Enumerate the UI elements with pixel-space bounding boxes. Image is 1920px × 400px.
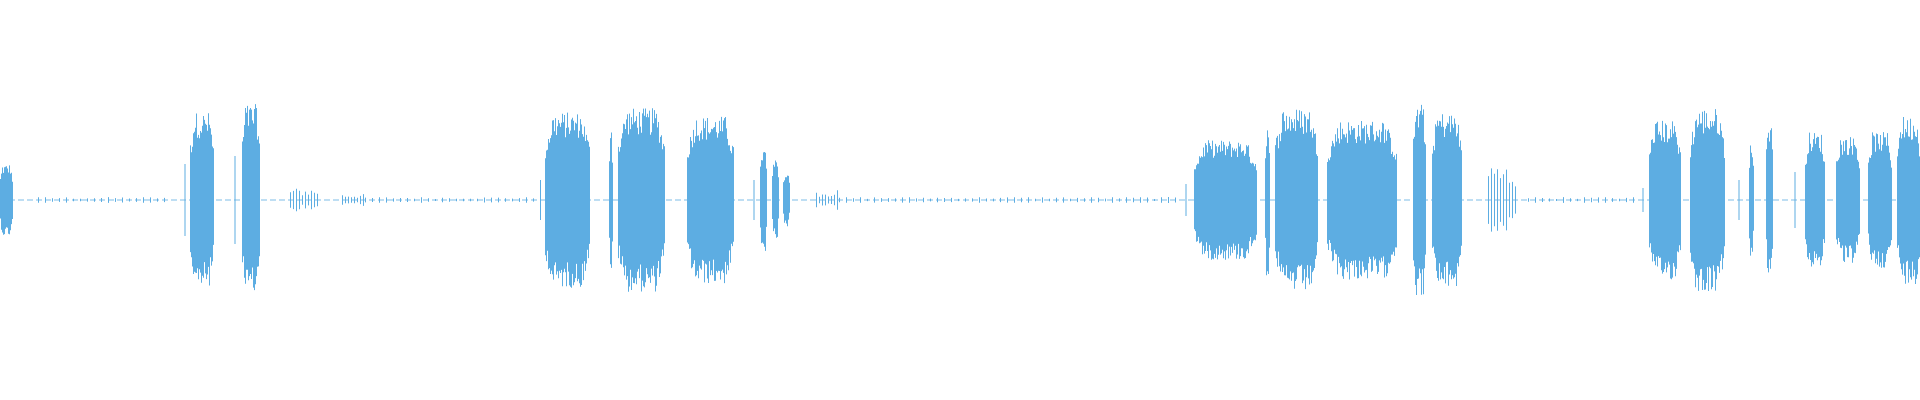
waveform-segment-noise (38, 197, 165, 203)
waveform-segment-burst (1413, 104, 1426, 295)
waveform-segment-burst (772, 160, 779, 238)
waveform-segment-noise (365, 197, 534, 203)
waveform-segment-burst (1868, 132, 1892, 268)
waveform-segment-burst (545, 112, 590, 288)
waveform-segment-burst (1766, 128, 1773, 273)
waveform-segment-burst (783, 175, 790, 227)
waveform-segment-noise (1528, 197, 1634, 203)
waveform-segment-burst (1836, 137, 1860, 263)
waveform-segment-burst (618, 108, 665, 292)
waveform-segment-ticks (342, 194, 364, 206)
waveform-segment-burst (1805, 132, 1825, 267)
waveform-segment-burst (190, 113, 214, 286)
waveform-segment-burst (1327, 121, 1397, 280)
waveform-segment-burst (1194, 140, 1257, 260)
waveform-segment-burst (609, 132, 613, 268)
waveform-segment-burst (687, 116, 734, 284)
waveform-segment-burst (1749, 145, 1754, 256)
waveform-segment-burst (1265, 130, 1270, 276)
waveform-segment-burst (1432, 114, 1462, 286)
waveform-segment-ticks (290, 188, 318, 212)
waveform-segment-burst (1897, 117, 1920, 284)
waveform-segment-burst (242, 104, 260, 291)
waveform-segment-burst (0, 165, 13, 235)
waveform-segment-burst (1649, 120, 1681, 280)
waveform-segment-noise (839, 197, 1176, 203)
waveform-segment-ticks (1488, 168, 1516, 232)
waveform-segment-burst (760, 152, 767, 251)
waveform-segment-burst (1275, 109, 1318, 290)
waveform-segment-ticks (816, 190, 838, 210)
waveform-segment-burst (1690, 109, 1725, 291)
waveform-segments (0, 104, 1920, 295)
